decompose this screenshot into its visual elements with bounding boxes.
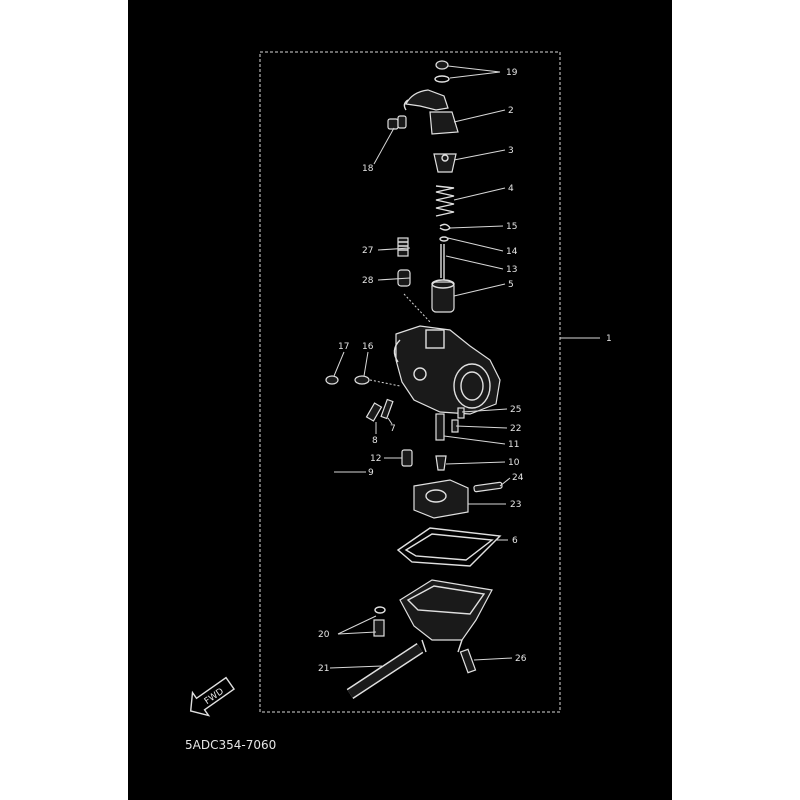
- callout-27: 27: [362, 246, 373, 256]
- callout-2: 2: [508, 106, 514, 116]
- callout-15: 15: [506, 222, 517, 232]
- callout-10: 10: [508, 458, 520, 468]
- callout-3: 3: [508, 146, 514, 156]
- callout-16: 16: [362, 342, 374, 352]
- part-4-spring: [435, 185, 455, 217]
- callout-13: 13: [506, 265, 517, 275]
- part-9-hose: [327, 393, 360, 520]
- part-21-drain-hose: [346, 642, 424, 700]
- callout-25: 25: [510, 405, 521, 415]
- part-27-screw: [397, 237, 409, 257]
- part-18-nipple: [387, 115, 407, 130]
- part-3-cap: [433, 153, 457, 173]
- callout-24: 24: [512, 473, 524, 483]
- part-20-screw: [373, 606, 386, 637]
- callout-19: 19: [506, 68, 518, 78]
- callout-28: 28: [362, 276, 374, 286]
- callout-9: 9: [368, 468, 374, 478]
- fwd-arrow-icon: FWD: [189, 676, 236, 717]
- callout-8: 8: [372, 436, 378, 446]
- part-6-gasket: [396, 527, 502, 567]
- part-23-float: [413, 479, 469, 519]
- part-25-jet: [457, 407, 465, 419]
- fwd-label: FWD: [203, 687, 226, 707]
- callout-22: 22: [510, 424, 521, 434]
- callout-20: 20: [318, 630, 330, 640]
- part-26-screw: [459, 648, 477, 674]
- part-2-cap-elbow: [403, 89, 459, 135]
- part-5-throttle-valve: [431, 279, 455, 313]
- callout-26: 26: [515, 654, 527, 664]
- callout-21: 21: [318, 664, 329, 674]
- callout-1: 1: [606, 334, 612, 344]
- callout-11: 11: [508, 440, 519, 450]
- callout-4: 4: [508, 184, 514, 194]
- part-24-pin: [473, 481, 503, 493]
- callout-23: 23: [510, 500, 521, 510]
- part-19-screw-clip: [434, 60, 450, 83]
- part-14-washer: [439, 236, 449, 242]
- part-12-drain: [401, 449, 413, 467]
- callout-5: 5: [508, 280, 514, 290]
- part-11-needle-jet: [435, 413, 445, 441]
- part-body: [393, 325, 501, 415]
- part-13-needle: [440, 244, 445, 280]
- callout-6: 6: [512, 536, 518, 546]
- part-15-clip: [439, 223, 451, 231]
- part-16-spring: [354, 375, 370, 385]
- part-7-screw: [380, 398, 394, 420]
- diagram-frame: [259, 51, 561, 713]
- reference-code: 5ADC354-7060: [185, 738, 277, 752]
- callout-14: 14: [506, 247, 518, 257]
- callout-12: 12: [370, 454, 381, 464]
- part-float-bowl: [399, 579, 493, 653]
- callout-17: 17: [338, 342, 349, 352]
- part-10-needle-valve: [435, 455, 447, 471]
- part-17-screw: [325, 375, 339, 385]
- callout-18: 18: [362, 164, 374, 174]
- callout-7: 7: [390, 424, 396, 434]
- leader-lines: [329, 65, 600, 669]
- part-8-screw: [365, 402, 383, 422]
